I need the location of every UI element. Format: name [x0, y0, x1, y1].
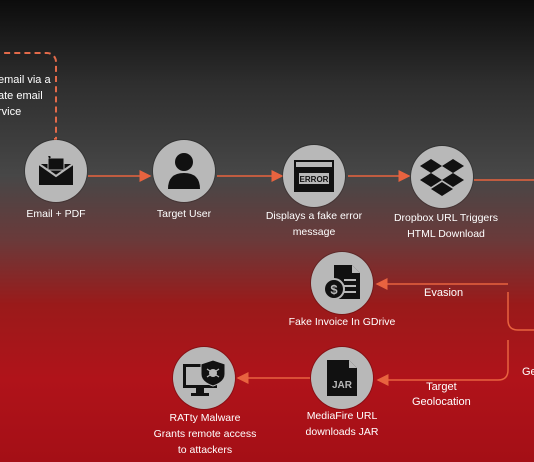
jar-file-icon: JAR	[327, 360, 357, 396]
malware-node	[173, 347, 235, 409]
dropbox-node	[411, 146, 473, 208]
email-node	[25, 140, 87, 202]
malware-label: RATty Malware Grants remote access to at…	[153, 412, 257, 456]
envelope-icon	[38, 156, 74, 185]
invoice-icon: $	[323, 265, 360, 300]
invoice-node: $	[311, 252, 373, 314]
dropbox-icon	[420, 159, 464, 196]
dropbox-label: Dropbox URL Triggers HTML Download	[393, 212, 499, 240]
cut-off-label: Ge	[522, 366, 534, 378]
error-node: ERROR	[283, 145, 345, 207]
jar-badge: JAR	[332, 380, 353, 391]
email-source-note: email via a ate email rvice	[0, 74, 51, 118]
error-window-icon: ERROR	[294, 160, 334, 192]
jar-label: MediaFire URL downloads JAR	[305, 410, 379, 438]
invoice-label: Fake Invoice In GDrive	[288, 316, 396, 328]
error-badge: ERROR	[300, 175, 329, 184]
malware-monitor-icon	[183, 359, 226, 396]
user-node	[153, 140, 215, 202]
user-icon	[168, 153, 200, 189]
email-label: Email + PDF	[26, 208, 86, 220]
dashed-connector	[0, 52, 57, 140]
arrow-right-bracket	[378, 292, 534, 380]
evasion-label: Evasion	[424, 287, 464, 299]
target-geolocation-label: Target Geolocation	[412, 381, 471, 408]
jar-node: JAR	[311, 347, 373, 409]
svg-text:$: $	[330, 282, 338, 297]
user-label: Target User	[156, 208, 212, 220]
error-label: Displays a fake error message	[265, 210, 363, 238]
